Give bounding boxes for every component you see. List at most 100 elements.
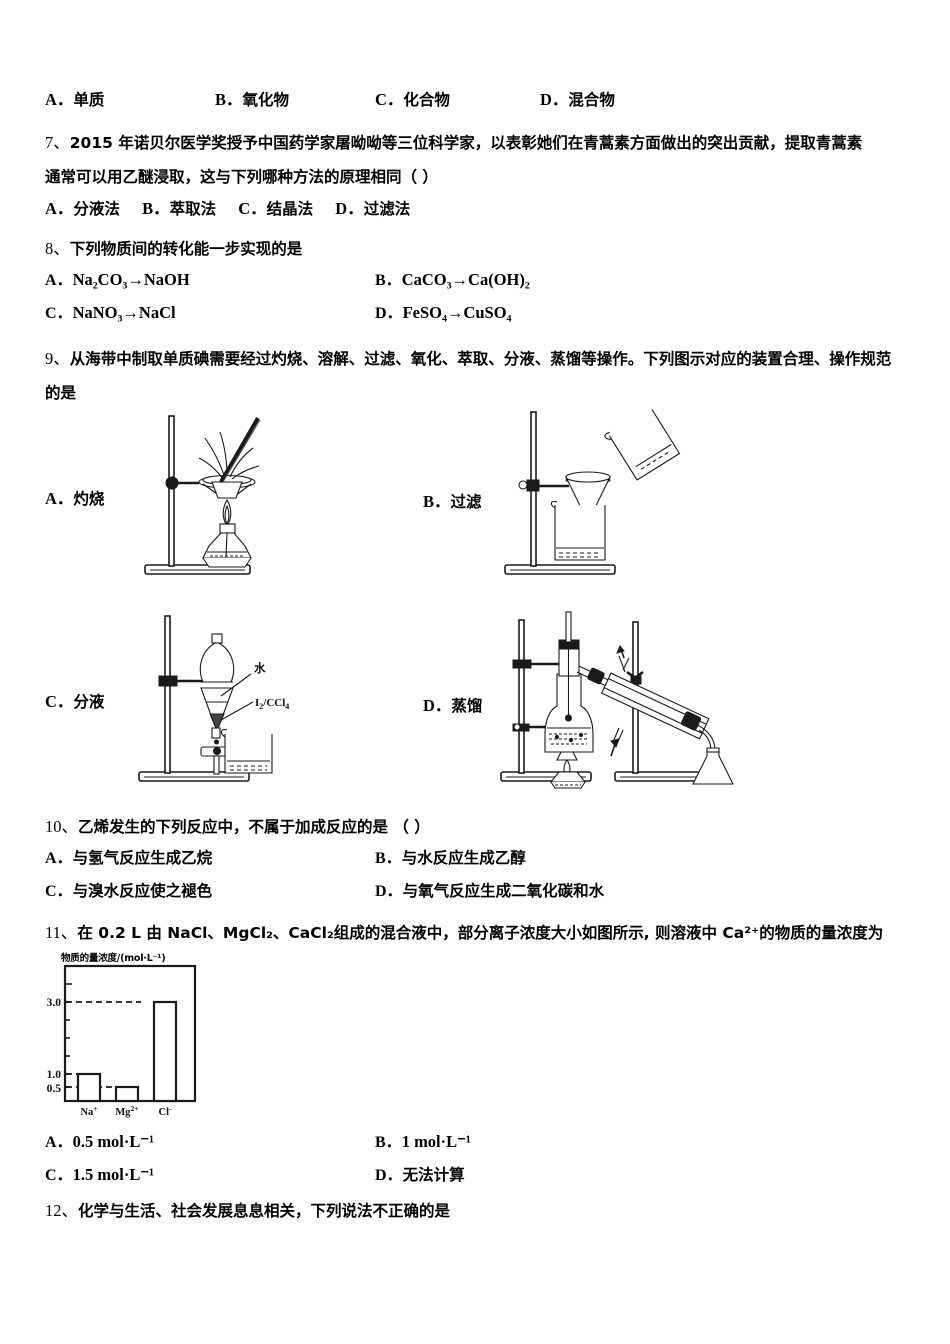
q9-figure-a-caption: A．灼烧 [45, 485, 104, 509]
q11-option-b-label: B． [375, 1134, 402, 1151]
q10-option-c[interactable]: C．与溴水反应使之褪色 [45, 877, 212, 901]
q7-stem-text-1: 2015 年诺贝尔医学奖授予中国药学家屠呦呦等三位科学家，以表彰她们在青蒿素方面… [69, 134, 863, 152]
q9-figure-a-text: 灼烧 [73, 490, 105, 508]
q10-option-b[interactable]: B．与水反应生成乙醇 [375, 844, 526, 868]
bar-na [76, 1072, 102, 1103]
q6-option-c-text: 化合物 [403, 91, 450, 109]
q12-number: 12、 [45, 1201, 78, 1220]
q8-option-c-formula: NaNO₃→NaCl [72, 303, 176, 322]
q8-options-row-1: A．Na₂CO₃→NaOH B．CaCO₃→Ca(OH)₂ [45, 266, 925, 299]
q11-option-d-text: 无法计算 [402, 1166, 465, 1184]
q11-options-row-2: C．1.5 mol·L⁻¹ D．无法计算 [45, 1161, 925, 1194]
bar-mg [114, 1085, 140, 1103]
page-content: A．单质 B．氧化物 C．化合物 D．混合物 7、2015 年诺贝尔医学奖授予中… [45, 86, 925, 1228]
q8-option-a-label: A． [45, 272, 73, 289]
q8-option-d[interactable]: D．FeSO₄→CuSO₄ [375, 299, 511, 323]
q7-number: 7、 [45, 133, 70, 152]
q7-option-c[interactable]: C．结晶法 [238, 199, 313, 218]
q8-option-b[interactable]: B．CaCO₃→Ca(OH)₂ [375, 266, 530, 290]
xtick-cl: Cl- [159, 1104, 173, 1119]
q9-stem-text-1: 从海带中制取单质碘需要经过灼烧、溶解、过滤、氧化、萃取、分液、蒸馏等操作。下列图… [69, 350, 892, 368]
q8-option-d-label: D． [375, 305, 403, 322]
annotation-water: 水 [254, 661, 266, 675]
q7-option-d-label: D． [335, 199, 364, 218]
crucible-roasting-diagram [144, 415, 261, 575]
q11-bar-chart: 物质的量浓度/(mol·L⁻¹) 3.0 1.0 0.5 [45, 950, 255, 1128]
q11-option-c[interactable]: C．1.5 mol·L⁻¹ [45, 1161, 154, 1185]
q10-option-b-text: 与水反应生成乙醇 [401, 849, 526, 867]
q11-option-d-label: D． [375, 1167, 403, 1184]
q9-stem-line2: 的是 [45, 376, 925, 410]
q10-stem-text: 乙烯发生的下列反应中，不属于加成反应的是 （ ） [78, 818, 430, 836]
q11-option-a[interactable]: A．0.5 mol·L⁻¹ [45, 1128, 154, 1152]
q11-stem-text: 在 0.2 L 由 NaCl、MgCl₂、CaCl₂组成的混合液中，部分离子浓度… [77, 924, 884, 942]
q9-figure-c-caption: C．分液 [45, 688, 104, 712]
q7-stem-text-2: 通常可以用乙醚浸取，这与下列哪种方法的原理相同（ ） [45, 168, 438, 186]
q12-stem-text: 化学与生活、社会发展息息相关，下列说法不正确的是 [78, 1202, 451, 1220]
q9-figure-grid: A．灼烧 [45, 409, 925, 810]
q9-number: 9、 [45, 349, 70, 368]
q11-option-d[interactable]: D．无法计算 [375, 1161, 465, 1185]
q6-option-a-text: 单质 [73, 91, 105, 109]
q10-option-a[interactable]: A．与氢气反应生成乙烷 [45, 844, 212, 868]
q8-option-d-formula: FeSO₄→CuSO₄ [402, 303, 512, 322]
xtick-na: Na+ [80, 1104, 97, 1119]
q9-figure-c-apparatus: 水 I2/CCl4 [117, 610, 317, 795]
q6-options-row: A．单质 B．氧化物 C．化合物 D．混合物 [45, 86, 925, 116]
ytick-0.5: 0.5 [47, 1083, 62, 1095]
ytick-3.0: 3.0 [47, 997, 62, 1009]
q10-option-a-label: A． [45, 850, 73, 867]
q10-number: 10、 [45, 817, 78, 836]
q10-option-a-text: 与氢气反应生成乙烷 [72, 849, 213, 867]
q6-option-b-label: B． [215, 90, 243, 109]
q6-option-d-text: 混合物 [568, 91, 615, 109]
q10-option-d-label: D． [375, 883, 403, 900]
q6-option-a[interactable]: A．单质 [45, 86, 104, 110]
q10-stem: 10、乙烯发生的下列反应中，不属于加成反应的是 （ ） [45, 810, 925, 844]
q8-number: 8、 [45, 239, 70, 258]
q6-option-b-text: 氧化物 [242, 91, 290, 109]
q8-stem-text: 下列物质间的转化能一步实现的是 [69, 240, 303, 258]
q11-option-c-text: 1.5 mol·L⁻¹ [72, 1165, 155, 1184]
filtration-diagram [504, 409, 681, 575]
q11-option-b[interactable]: B．1 mol·L⁻¹ [375, 1128, 471, 1152]
q10-option-d[interactable]: D．与氧气反应生成二氧化碳和水 [375, 877, 604, 901]
q11-options-row-1: A．0.5 mol·L⁻¹ B．1 mol·L⁻¹ [45, 1128, 925, 1161]
separatory-funnel-diagram: 水 I2/CCl4 [138, 615, 289, 782]
q6-option-d[interactable]: D．混合物 [540, 86, 615, 110]
q7-option-d[interactable]: D．过滤法 [335, 199, 410, 218]
q7-option-b-text: 萃取法 [169, 200, 217, 218]
q7-stem-line1: 7、2015 年诺贝尔医学奖授予中国药学家屠呦呦等三位科学家，以表彰她们在青蒿素… [45, 126, 925, 160]
bar-cl [152, 1000, 178, 1103]
q8-option-c[interactable]: C．NaNO₃→NaCl [45, 299, 176, 323]
q6-option-c[interactable]: C．化合物 [375, 86, 450, 110]
q8-option-b-formula: CaCO₃→Ca(OH)₂ [401, 270, 530, 289]
q9-figure-d-caption: D．蒸馏 [423, 692, 482, 716]
q10-option-c-text: 与溴水反应使之褪色 [72, 882, 213, 900]
q7-option-b[interactable]: B．萃取法 [142, 199, 216, 218]
q11-option-a-label: A． [45, 1134, 73, 1151]
q7-option-d-text: 过滤法 [363, 200, 411, 218]
q8-option-c-label: C． [45, 305, 73, 322]
q6-option-d-label: D． [540, 90, 569, 109]
q9-figure-b-caption: B．过滤 [423, 488, 482, 512]
q11-option-a-text: 0.5 mol·L⁻¹ [72, 1132, 155, 1151]
q12-stem: 12、化学与生活、社会发展息息相关，下列说法不正确的是 [45, 1194, 925, 1228]
q10-option-c-label: C． [45, 883, 73, 900]
annotation-iodine-ccl4: I2/CCl4 [255, 697, 289, 711]
q9-figure-d-apparatus [493, 606, 753, 796]
q10-option-b-label: B． [375, 850, 402, 867]
q9-figure-b-text: 过滤 [450, 493, 482, 511]
q8-option-a[interactable]: A．Na₂CO₃→NaOH [45, 266, 190, 290]
q7-options-row: A．分液法 B．萃取法 C．结晶法 D．过滤法 [45, 194, 925, 224]
q9-figure-c-text: 分液 [73, 693, 105, 711]
chart-title: 物质的量浓度/(mol·L⁻¹) [61, 953, 166, 964]
q7-option-a[interactable]: A．分液法 [45, 199, 120, 218]
ytick-1.0: 1.0 [47, 1069, 62, 1081]
q6-option-b[interactable]: B．氧化物 [215, 86, 289, 110]
q9-stem-line1: 9、从海带中制取单质碘需要经过灼烧、溶解、过滤、氧化、萃取、分液、蒸馏等操作。下… [45, 342, 925, 376]
q10-options-row-1: A．与氢气反应生成乙烷 B．与水反应生成乙醇 [45, 844, 925, 877]
distillation-diagram [500, 611, 734, 789]
q11-stem: 11、在 0.2 L 由 NaCl、MgCl₂、CaCl₂组成的混合液中，部分离… [45, 916, 925, 950]
